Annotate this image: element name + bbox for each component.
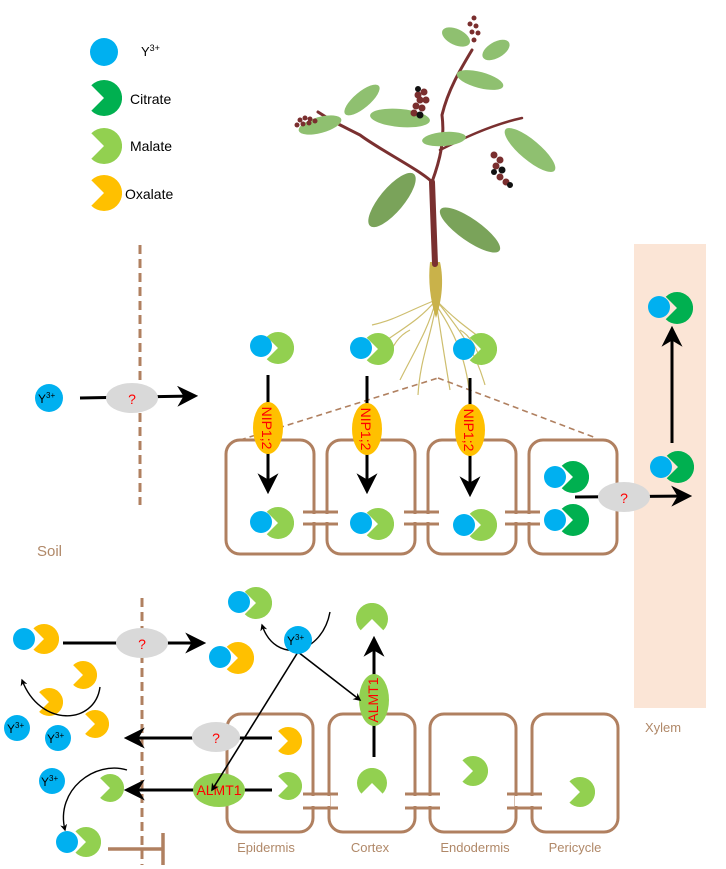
y-ion-free (45, 725, 71, 751)
svg-text:NIP1;2: NIP1;2 (461, 409, 477, 452)
malate-efflux: ALMT1 (123, 773, 272, 807)
soil-label: Soil (37, 543, 62, 560)
y-oxalate-complex (13, 624, 59, 654)
y-citrate-complex (650, 451, 694, 483)
tissue-label-pericycle: Pericycle (549, 840, 602, 855)
y-oxalate-complex (209, 642, 254, 674)
malate-anion (100, 774, 124, 802)
y-ion-free (4, 715, 30, 741)
cell-endodermis (428, 712, 518, 834)
lower-plasmodesmata (303, 792, 542, 810)
oxalate-anion (73, 661, 97, 689)
legend-malate-icon (91, 128, 122, 164)
almt1-transporter-epidermis: ALMT1 (193, 773, 245, 807)
lower-cell-row (225, 712, 620, 834)
svg-text:?: ? (212, 730, 220, 746)
svg-text:NIP1;2: NIP1;2 (259, 407, 275, 450)
y-ion-free (39, 768, 65, 794)
svg-text:Y3+: Y3+ (47, 731, 64, 746)
taproot (429, 262, 443, 318)
legend: Y3+ Citrate Malate Oxalate (90, 38, 173, 211)
cell-pericycle (530, 712, 620, 834)
malate-anion (569, 777, 595, 807)
malate-anion (462, 756, 488, 786)
tissue-labels: Epidermis Cortex Endodermis Pericycle (237, 840, 601, 855)
unknown-transporter-xylem (598, 482, 650, 512)
xylem-label: Xylem (645, 720, 681, 735)
cell-epidermis (225, 712, 315, 834)
svg-text:NIP1;2: NIP1;2 (358, 408, 374, 451)
cortex-malate-efflux: ALMT1 (356, 603, 389, 757)
svg-text:?: ? (620, 490, 628, 506)
svg-text:?: ? (138, 636, 146, 652)
y-malate-complex (228, 587, 272, 619)
legend-yttrium-icon (90, 38, 118, 66)
berries (294, 15, 513, 188)
legend-citrate-icon (91, 80, 122, 116)
almt1-transporter-cortex: ALMT1 (359, 674, 389, 726)
nip12-transporter-3: NIP1;2 (455, 404, 485, 456)
y-citrate-complex (648, 292, 693, 324)
zoom-projection-right (437, 377, 597, 439)
svg-text:Y3+: Y3+ (41, 774, 58, 789)
svg-text:Y3+: Y3+ (287, 633, 304, 648)
unknown-transporter-label: ? (128, 391, 136, 407)
y-ion-free (35, 384, 63, 412)
legend-yttrium-label: Y3+ (141, 43, 160, 59)
y-malate-complex (350, 508, 394, 540)
rhizosphere-left: ? Y3+ Y3+ Y3+ (4, 624, 207, 865)
oxalate-anion (278, 727, 302, 755)
legend-oxalate-label: Oxalate (125, 186, 173, 202)
legend-malate-label: Malate (130, 138, 172, 154)
oxalate-efflux: ? (123, 722, 272, 752)
upper-plasmodesmata (303, 510, 540, 526)
nip-uptake: NIP1;2 NIP1;2 NIP1;2 (250, 332, 497, 541)
upper-cell-1 (224, 438, 316, 556)
malate-anion (357, 768, 387, 794)
y-ion-signal (284, 626, 312, 654)
tissue-label-cortex: Cortex (351, 840, 390, 855)
oxalate-anion (85, 710, 109, 738)
y-uptake-pathway: Y3+ ? (35, 383, 199, 413)
malate-anion (278, 772, 302, 800)
y-signaling: Y3+ (209, 587, 362, 792)
y-malate-complex (350, 333, 394, 365)
tissue-label-epidermis: Epidermis (237, 840, 295, 855)
svg-text:Y3+: Y3+ (38, 391, 55, 406)
y-citrate-complex (544, 504, 589, 536)
leaves (298, 27, 556, 253)
malate-anion-released (356, 603, 388, 631)
legend-citrate-label: Citrate (130, 91, 171, 107)
plant-illustration (294, 15, 556, 401)
y-malate-complex (453, 333, 497, 365)
nip12-transporter-2: NIP1;2 (352, 403, 382, 455)
xylem-loading: ? (544, 292, 694, 536)
unknown-transporter (106, 383, 158, 413)
svg-text:ALMT1: ALMT1 (365, 677, 381, 722)
y-malate-complex (56, 827, 101, 857)
nip12-transporter-1: NIP1;2 (253, 402, 283, 454)
tissue-label-endodermis: Endodermis (440, 840, 510, 855)
svg-text:Y3+: Y3+ (7, 721, 24, 736)
svg-text:ALMT1: ALMT1 (196, 782, 241, 798)
unknown-transporter-efflux (192, 722, 240, 752)
unknown-transporter-lower (116, 628, 168, 658)
inhibition-symbol (108, 833, 165, 865)
y-malate-complex (250, 507, 294, 539)
y-citrate-complex (544, 461, 589, 493)
y-malate-complex (250, 332, 294, 364)
legend-oxalate-icon (91, 175, 122, 211)
y-malate-complex (453, 509, 497, 541)
